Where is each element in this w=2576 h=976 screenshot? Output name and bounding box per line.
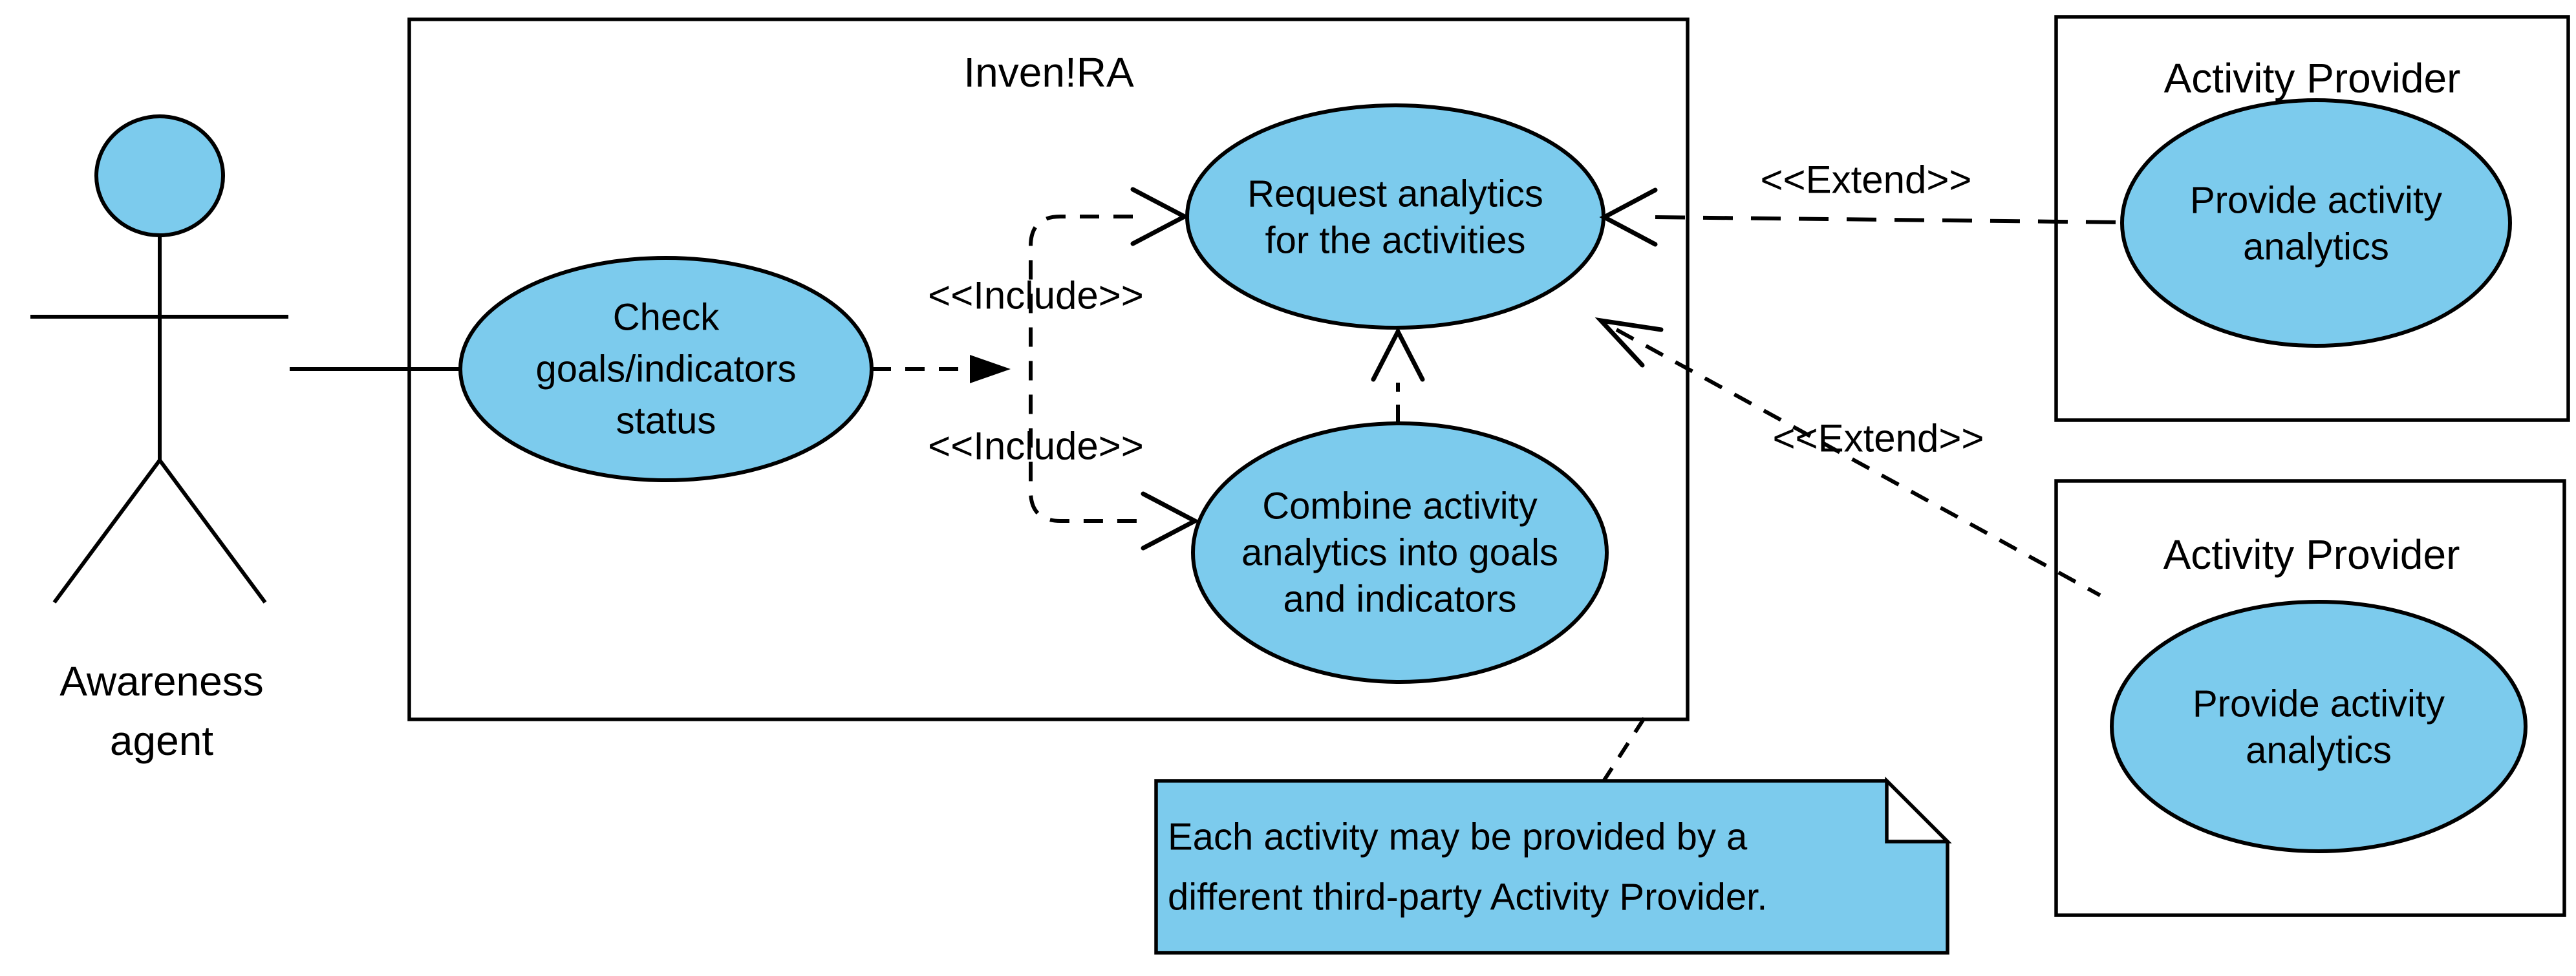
- usecase-combine-ellipse: [1191, 421, 1609, 684]
- usecase-provide-top-line2: analytics: [2243, 226, 2389, 268]
- include-junction-arrowhead-icon: [970, 355, 1011, 383]
- extend-top-dashed-line: [1655, 215, 2123, 224]
- extend-label-top: <<Extend>>: [1761, 158, 1972, 202]
- include-branch-dashed-path: [1029, 215, 1141, 523]
- combine-to-request-connector: [1371, 326, 1425, 421]
- usecase-combine-line2: analytics into goals: [1241, 532, 1558, 574]
- actor-label-line1: Awareness: [59, 658, 263, 705]
- extend-bottom-dashed-line: [1615, 328, 2101, 597]
- actor-right-leg-line: [158, 459, 267, 604]
- extend-bottom-arrowhead-icon: [1594, 317, 1664, 368]
- usecase-combine-line3: and indicators: [1283, 578, 1516, 621]
- usecase-check-line1: Check: [613, 297, 720, 339]
- usecase-provide-bottom-line2: analytics: [2246, 730, 2392, 772]
- usecase-combine-line1: Combine activity: [1262, 485, 1537, 527]
- usecase-check-line2: goals/indicators: [536, 348, 797, 390]
- usecase-combine-analytics: Combine activity analytics into goals an…: [1191, 421, 1609, 684]
- actor-label-line2: agent: [110, 717, 213, 764]
- note-body: [1154, 779, 1949, 955]
- actor-left-leg-line: [52, 459, 162, 604]
- note-activity-provider: Each activity may be provided by a diffe…: [1154, 717, 1952, 955]
- provider-box-bottom: Activity Provider Provide activity analy…: [2054, 479, 2566, 917]
- include-connectors: <<Include>> <<Include>>: [872, 187, 1200, 551]
- usecase-provide-bottom-line1: Provide activity: [2193, 683, 2445, 725]
- include-label-bottom: <<Include>>: [928, 425, 1144, 468]
- include-arrowhead-combine-icon: [1141, 491, 1200, 551]
- note-text-line1: Each activity may be provided by a: [1168, 816, 1748, 858]
- provider-top-title: Activity Provider: [2164, 55, 2461, 101]
- usecase-request-analytics: Request analytics for the activities: [1185, 103, 1605, 330]
- include-arrowhead-request-icon: [1130, 187, 1190, 246]
- provider-bottom-boundary: [2054, 479, 2566, 917]
- usecase-provide-top-line1: Provide activity: [2190, 180, 2442, 222]
- extend-top-arrowhead-icon: [1599, 187, 1658, 247]
- system-title: Inven!RA: [963, 49, 1134, 96]
- extend-label-bottom: <<Extend>>: [1773, 417, 1984, 460]
- note-text-line2: different third-party Activity Provider.: [1168, 876, 1767, 918]
- extend-top-connector: <<Extend>>: [1599, 158, 2123, 247]
- combine-request-arrowhead-icon: [1371, 326, 1425, 382]
- usecase-request-ellipse: [1185, 103, 1605, 330]
- provider-bottom-title: Activity Provider: [2163, 531, 2460, 578]
- usecase-check-line3: status: [616, 400, 716, 442]
- include-label-top: <<Include>>: [928, 274, 1144, 317]
- usecase-request-line2: for the activities: [1265, 220, 1526, 262]
- actor-awareness-agent: Awareness agent: [30, 114, 288, 764]
- actor-head-icon: [94, 114, 225, 237]
- note-anchor-dashed-line: [1602, 717, 1646, 781]
- provider-top-boundary: [2054, 15, 2570, 422]
- usecase-check-goals: Check goals/indicators status: [458, 256, 874, 482]
- usecase-request-line1: Request analytics: [1247, 173, 1543, 215]
- usecase-provide-bottom-ellipse: [2110, 600, 2528, 853]
- note-fold-corner-icon: [1885, 776, 1952, 843]
- extend-bottom-connector: <<Extend>>: [1594, 317, 2101, 597]
- usecase-provide-top-ellipse: [2120, 98, 2512, 348]
- provider-box-top: Activity Provider Provide activity analy…: [2054, 15, 2570, 422]
